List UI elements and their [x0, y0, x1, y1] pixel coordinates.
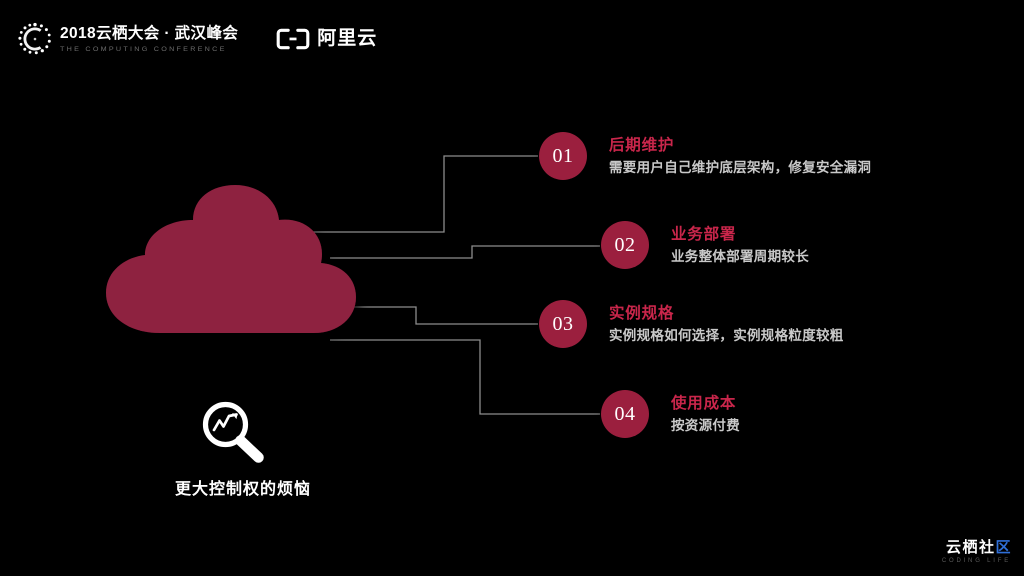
item-number-badge: 03 [539, 300, 587, 348]
list-item[interactable]: 02 业务部署 业务整体部署周期较长 [601, 221, 809, 269]
aliyun-logo: 阿里云 [276, 28, 377, 50]
slide-header: 2018云栖大会 · 武汉峰会 THE COMPUTING CONFERENCE… [18, 18, 377, 60]
aliyun-wordmark: 阿里云 [317, 28, 378, 49]
item-title: 业务部署 [671, 225, 737, 243]
yunqi-community-watermark: 云栖社 区 CODING LIFE [942, 539, 1012, 566]
item-text-block: 使用成本 按资源付费 [671, 393, 740, 436]
item-title: 实例规格 [609, 304, 675, 322]
conference-logo: 2018云栖大会 · 武汉峰会 THE COMPUTING CONFERENCE [18, 22, 238, 56]
item-number-badge: 01 [539, 132, 587, 180]
conference-wordmark: 2018云栖大会 · 武汉峰会 THE COMPUTING CONFERENCE [60, 25, 238, 54]
cloud-shape [106, 185, 356, 333]
list-item[interactable]: 04 使用成本 按资源付费 [601, 390, 740, 438]
watermark-name-main: 云栖社 [945, 539, 996, 556]
item-description: 业务整体部署周期较长 [671, 248, 809, 264]
item-description: 需要用户自己维护底层架构，修复安全漏洞 [609, 159, 872, 175]
list-item[interactable]: 01 后期维护 需要用户自己维护底层架构，修复安全漏洞 [539, 132, 871, 180]
item-text-block: 实例规格 实例规格如何选择，实例规格粒度较粗 [609, 303, 844, 346]
cloud-shape-group: 更大控制权的烦恼 [98, 185, 388, 498]
conference-subtitle: THE COMPUTING CONFERENCE [60, 43, 227, 53]
alibaba-cloud-bracket-icon [276, 28, 310, 50]
cloud-label: 更大控制权的烦恼 [174, 481, 311, 498]
item-title: 使用成本 [671, 394, 737, 412]
connector-line-04 [330, 339, 600, 415]
item-description: 按资源付费 [671, 417, 740, 433]
watermark-subtitle: CODING LIFE [941, 558, 1011, 564]
magnifier-trend-icon [202, 401, 264, 463]
item-title: 后期维护 [609, 136, 675, 154]
conference-title: 2018云栖大会 · 武汉峰会 [60, 24, 239, 42]
item-number-badge: 02 [601, 221, 649, 269]
item-description: 实例规格如何选择，实例规格粒度较粗 [609, 327, 844, 343]
list-item[interactable]: 03 实例规格 实例规格如何选择，实例规格粒度较粗 [539, 300, 844, 348]
item-text-block: 后期维护 需要用户自己维护底层架构，修复安全漏洞 [609, 135, 871, 178]
item-text-block: 业务部署 业务整体部署周期较长 [671, 224, 809, 267]
item-number-badge: 04 [601, 390, 649, 438]
watermark-name-accent: 区 [995, 539, 1012, 556]
conference-globe-icon [18, 22, 51, 55]
watermark-wordmark: 云栖社 区 [946, 539, 1012, 556]
